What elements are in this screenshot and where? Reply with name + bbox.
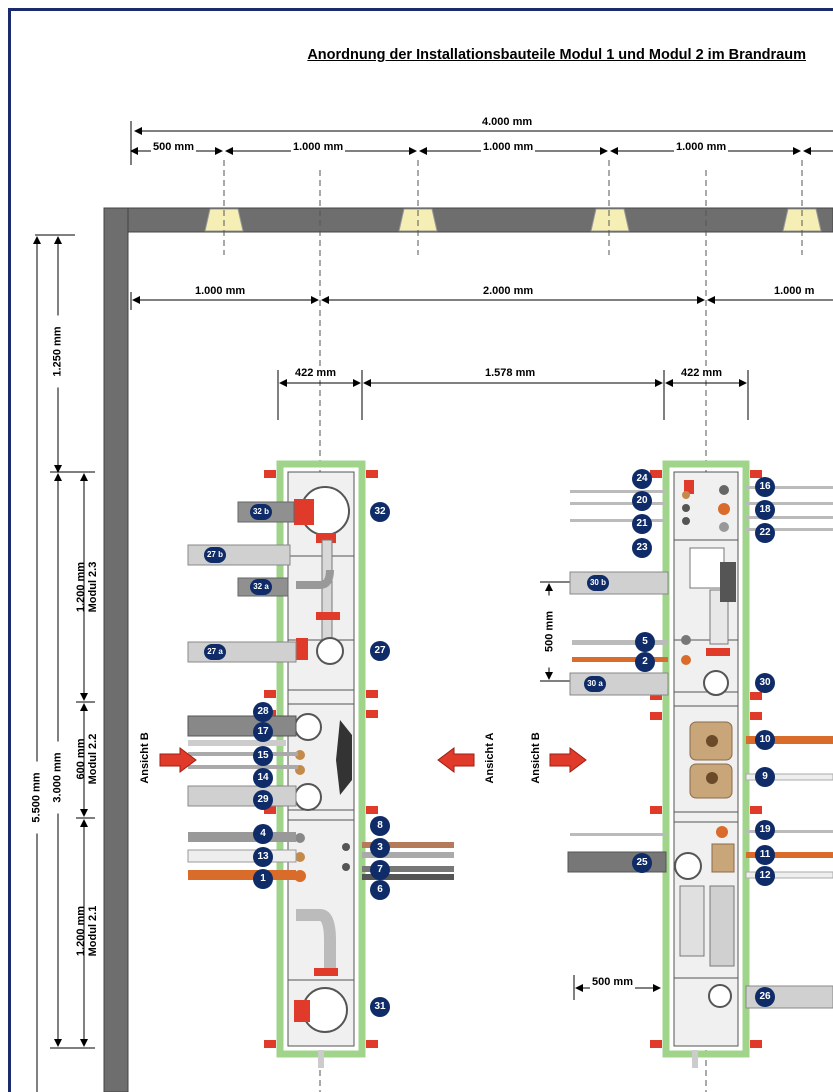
badge-10: 10 xyxy=(755,730,775,750)
dim-segment-4: 1.000 mm xyxy=(674,141,729,154)
badge-30: 30 xyxy=(755,673,775,693)
dim-shaft-gap: 1.578 mm xyxy=(483,367,538,380)
module-2-1-height: 1.200 mm xyxy=(75,905,87,957)
badge-18: 18 xyxy=(755,500,775,520)
badge-24: 24 xyxy=(632,469,652,489)
module-2-2-name: Modul 2.2 xyxy=(87,733,99,785)
side-wall xyxy=(103,207,129,1092)
left-shaft xyxy=(264,460,378,1068)
dim-segment-2: 1.000 mm xyxy=(291,141,346,154)
badge-25: 25 xyxy=(632,853,652,873)
dim-axis-1: 1.000 mm xyxy=(193,285,248,298)
badge-23: 23 xyxy=(632,538,652,558)
view-b-left-label: Ansicht B xyxy=(139,732,151,784)
dim-total-width: 4.000 mm xyxy=(480,116,535,129)
badge-6: 6 xyxy=(370,880,390,900)
badge-22: 22 xyxy=(755,523,775,543)
dimension-lines xyxy=(33,121,833,1092)
badge-32a: 32 a xyxy=(250,579,272,595)
badge-9: 9 xyxy=(755,767,775,787)
badge-32: 32 xyxy=(370,502,390,522)
badge-32b: 32 b xyxy=(250,504,272,520)
dim-axis-3: 1.000 m xyxy=(772,285,817,298)
dim-shaft-right: 422 mm xyxy=(679,367,724,380)
badge-27a: 27 a xyxy=(204,644,226,660)
badge-16: 16 xyxy=(755,477,775,497)
dim-total-height: 5.500 mm xyxy=(30,761,44,834)
badge-30b: 30 b xyxy=(587,575,609,591)
badge-28: 28 xyxy=(253,702,273,722)
view-arrows xyxy=(159,747,587,773)
badge-27: 27 xyxy=(370,641,390,661)
badge-13: 13 xyxy=(253,847,273,867)
badge-15: 15 xyxy=(253,746,273,766)
module-2-2-height: 600 mm xyxy=(75,738,87,780)
badge-19: 19 xyxy=(755,820,775,840)
dim-ceiling-offset: 1.250 mm xyxy=(51,315,65,388)
dim-axis-2: 2.000 mm xyxy=(481,285,536,298)
badge-21: 21 xyxy=(632,514,652,534)
module-2-1-name: Modul 2.1 xyxy=(87,905,99,957)
module-2-3-label: 1.200 mm Modul 2.3 xyxy=(75,552,99,622)
dim-module-height: 3.000 mm xyxy=(51,741,65,814)
dim-bottom-pipe-offset: 500 mm xyxy=(590,976,635,989)
badge-29: 29 xyxy=(253,790,273,810)
module-2-3-name: Modul 2.3 xyxy=(87,561,99,613)
right-shaft xyxy=(650,460,762,1068)
badge-7: 7 xyxy=(370,860,390,880)
badge-2: 2 xyxy=(635,652,655,672)
module-2-3-height: 1.200 mm xyxy=(75,561,87,613)
badge-20: 20 xyxy=(632,491,652,511)
dim-segment-1: 500 mm xyxy=(151,141,196,154)
badge-12: 12 xyxy=(755,866,775,886)
dim-segment-3: 1.000 mm xyxy=(481,141,536,154)
badge-17: 17 xyxy=(253,722,273,742)
badge-14: 14 xyxy=(253,768,273,788)
badge-4: 4 xyxy=(253,824,273,844)
badge-8: 8 xyxy=(370,816,390,836)
badge-30a: 30 a xyxy=(584,676,606,692)
badge-3: 3 xyxy=(370,838,390,858)
module-2-2-label: 600 mm Modul 2.2 xyxy=(75,724,99,794)
badge-5: 5 xyxy=(635,632,655,652)
badge-1: 1 xyxy=(253,869,273,889)
dim-shaft-left: 422 mm xyxy=(293,367,338,380)
view-b-right-label: Ansicht B xyxy=(530,732,542,784)
module-2-1-label: 1.200 mm Modul 2.1 xyxy=(75,896,99,966)
view-a-label: Ansicht A xyxy=(484,732,496,784)
dim-right-pipe-offset: 500 mm xyxy=(543,595,557,668)
badge-27b: 27 b xyxy=(204,547,226,563)
badge-11: 11 xyxy=(755,845,775,865)
badge-26: 26 xyxy=(755,987,775,1007)
badge-31: 31 xyxy=(370,997,390,1017)
page-border xyxy=(8,8,833,1092)
drawing-title: Anordnung der Installationsbauteile Modu… xyxy=(307,47,806,63)
